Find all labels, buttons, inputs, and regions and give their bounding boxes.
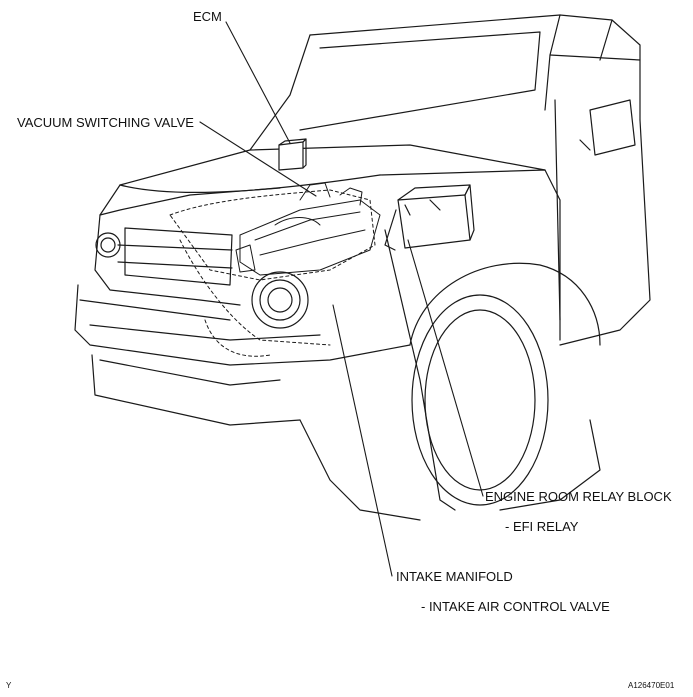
relay-block-unit (384, 184, 475, 251)
intake-air-control-valve-label: - INTAKE AIR CONTROL VALVE (421, 599, 610, 614)
relay-block-leader-line (407, 239, 484, 497)
engine-room-relay-block-label: ENGINE ROOM RELAY BLOCK (485, 489, 672, 504)
efi-relay-label: - EFI RELAY (505, 519, 579, 534)
engine-assembly (169, 182, 381, 357)
ecm-label: ECM (193, 9, 222, 24)
vehicle-body-outline (74, 14, 651, 521)
footer-mark: Y (6, 681, 12, 690)
intake-manifold-leader-line (332, 304, 393, 577)
ecm-unit (278, 138, 307, 171)
vacuum-switching-valve-label: VACUUM SWITCHING VALVE (17, 115, 194, 130)
figure-code: A126470E01 (628, 681, 675, 690)
vsv-leader-line (199, 121, 317, 197)
intake-manifold-label: INTAKE MANIFOLD (396, 569, 513, 584)
ecm-leader-line (225, 21, 291, 144)
leader-lines (199, 21, 484, 577)
